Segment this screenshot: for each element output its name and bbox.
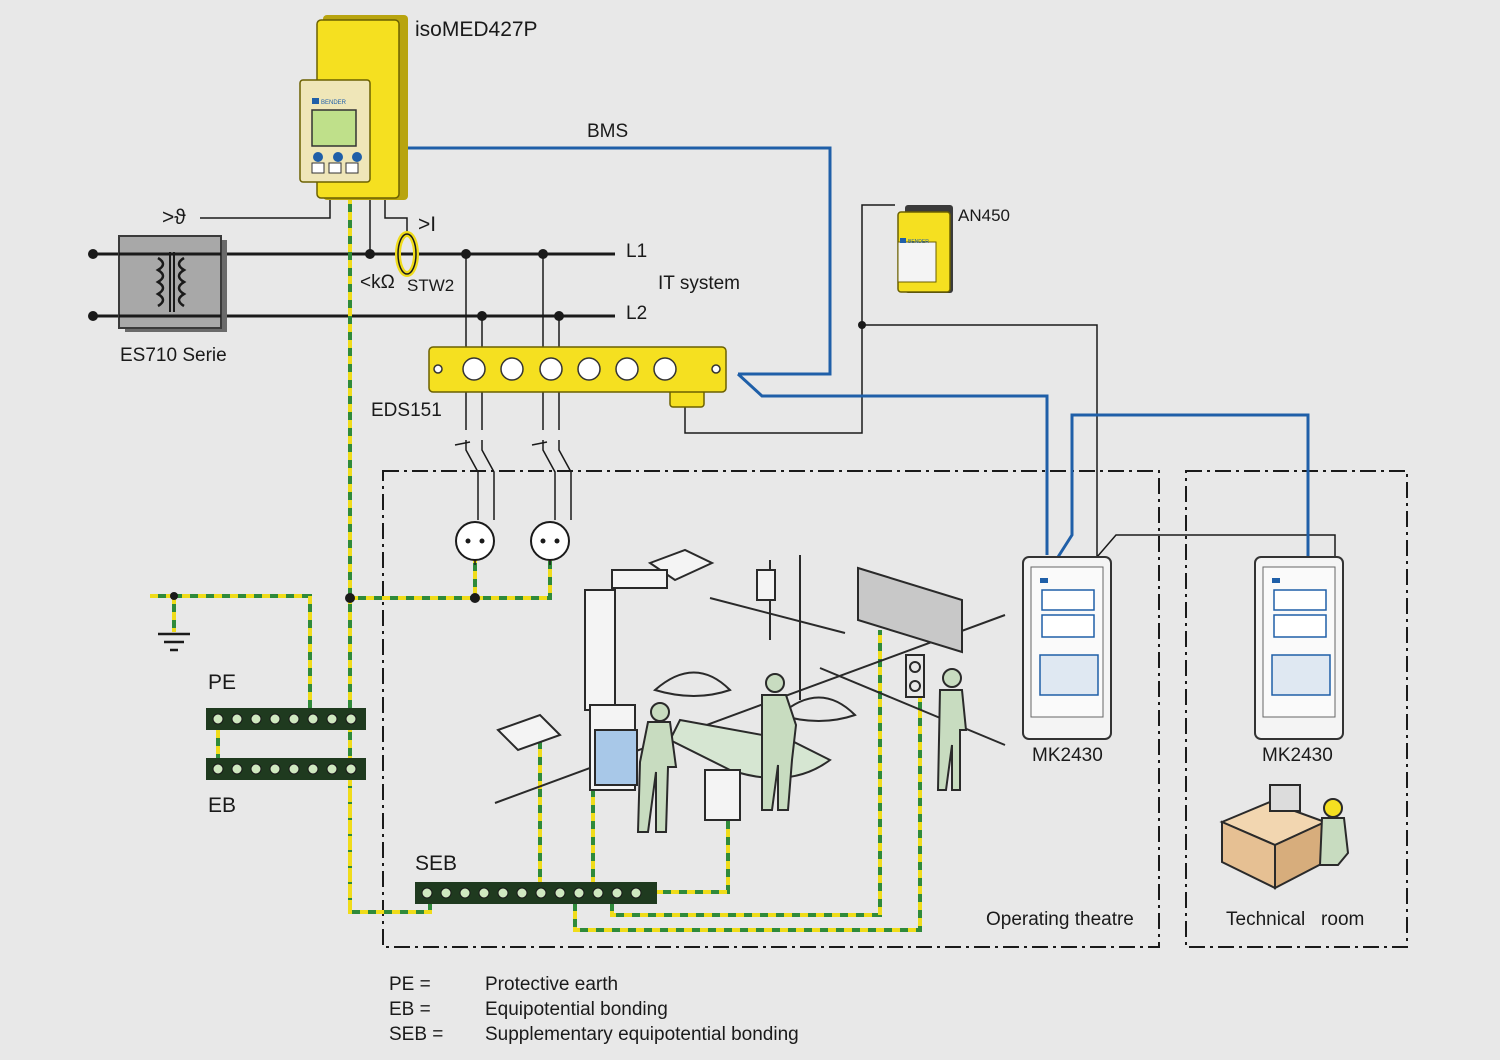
isomed427p-device: BENDER [299, 15, 408, 200]
busbar-terminal [345, 713, 357, 725]
stw2-label: STW2 [407, 276, 455, 295]
busbar-terminal [459, 887, 471, 899]
socket-outlet-2 [530, 521, 570, 561]
technical-room-label: Technical room [1226, 909, 1365, 930]
eb-label: EB [208, 794, 237, 817]
busbar-terminal [478, 887, 490, 899]
busbar-terminal [611, 887, 623, 899]
busbar-terminal [440, 887, 452, 899]
legend-text-pe: Protective earth [485, 974, 619, 995]
busbar-terminal [269, 713, 281, 725]
bms-label: BMS [587, 121, 629, 142]
busbar-terminal [326, 713, 338, 725]
it-system-label: IT system [658, 273, 740, 294]
operating-theatre-boundary [382, 470, 1160, 948]
busbar-terminal [288, 763, 300, 775]
l1-label: L1 [626, 241, 648, 262]
pe-busbar [206, 708, 366, 730]
busbar-terminal [307, 763, 319, 775]
busbar-terminal [516, 887, 528, 899]
busbar-terminal [592, 887, 604, 899]
busbar-terminal [535, 887, 547, 899]
isomed427p-label: isoMED427P [415, 18, 538, 41]
es710-label: ES710 Serie [120, 345, 227, 366]
temperature-label: >ϑ [162, 206, 186, 229]
busbar-terminal [326, 763, 338, 775]
an450-label: AN450 [958, 206, 1010, 225]
kohm-label: <kΩ [360, 272, 395, 293]
technical-room-boundary [1185, 470, 1408, 948]
legend-abbr-eb: EB = [389, 999, 431, 1020]
stw2-current-transformer [395, 231, 419, 277]
mk2430-panel-technical [1254, 556, 1344, 740]
control-wiring [200, 196, 1336, 565]
busbar-terminal [630, 887, 642, 899]
operating-theatre-scene [494, 548, 1006, 833]
an450-device: BENDER [897, 205, 953, 293]
technician-workstation [1219, 784, 1350, 890]
bender-logo-text: BENDER [321, 100, 347, 106]
seb-label: SEB [415, 852, 458, 875]
busbar-terminal [497, 887, 509, 899]
legend-abbr-seb: SEB = [389, 1024, 444, 1045]
busbar-terminal [554, 887, 566, 899]
busbar-terminal [421, 887, 433, 899]
busbar-terminal [231, 763, 243, 775]
mk2430-panel-theatre [1022, 556, 1112, 740]
l2-label: L2 [626, 303, 648, 324]
bms-bus [408, 146, 1310, 558]
busbar-terminal [250, 713, 262, 725]
busbar-terminal [345, 763, 357, 775]
legend-text-seb: Supplementary equipotential bonding [485, 1024, 799, 1045]
busbar-terminal [288, 713, 300, 725]
earth-symbol-icon [158, 632, 190, 652]
busbar-terminal [307, 713, 319, 725]
busbar-terminal [212, 763, 224, 775]
eb-busbar [206, 758, 366, 780]
legend-abbr-pe: PE = [389, 974, 431, 995]
busbar-terminal [250, 763, 262, 775]
eds151-device [428, 346, 727, 408]
eds151-label: EDS151 [371, 400, 442, 421]
bender-an-logo-text: BENDER [908, 239, 929, 245]
operating-theatre-label: Operating theatre [986, 909, 1134, 930]
busbar-terminal [269, 763, 281, 775]
pe-label: PE [208, 671, 237, 694]
busbar-terminal [212, 713, 224, 725]
busbar-terminals [212, 713, 642, 899]
mk2430-theatre-label: MK2430 [1032, 745, 1103, 766]
current-label: >I [418, 213, 437, 236]
busbar-terminal [231, 713, 243, 725]
legend-text-eb: Equipotential bonding [485, 999, 668, 1020]
mk2430-technical-label: MK2430 [1262, 745, 1333, 766]
transformer-es710 [118, 235, 227, 332]
pe-conductors [150, 196, 922, 932]
socket-outlet-1 [455, 521, 495, 561]
busbar-terminal [573, 887, 585, 899]
